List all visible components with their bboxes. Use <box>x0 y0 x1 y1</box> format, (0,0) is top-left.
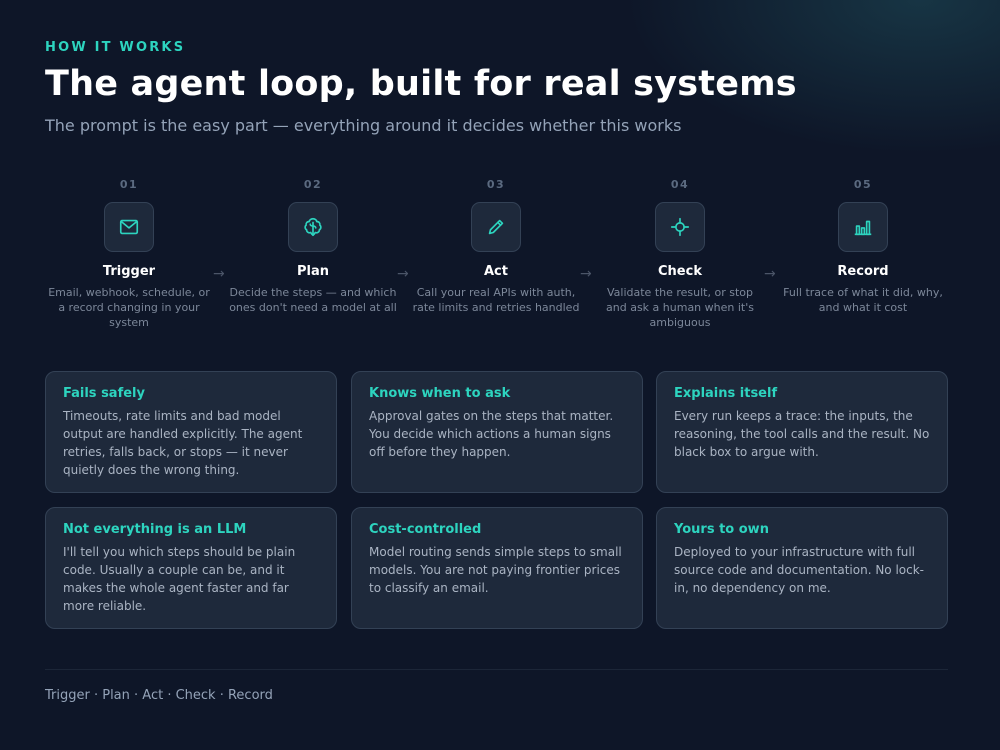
pencil-icon <box>471 202 521 252</box>
envelope-icon <box>104 202 154 252</box>
feature-card-explains-itself: Explains itself Every run keeps a trace:… <box>656 371 948 493</box>
step-description: Email, webhook, schedule, or a record ch… <box>48 286 210 329</box>
arrow-icon: → <box>764 266 776 282</box>
brain-icon <box>288 202 338 252</box>
card-title: Cost-controlled <box>369 522 482 537</box>
step-description: Full trace of what it did, why, and what… <box>783 286 943 314</box>
card-title: Knows when to ask <box>369 386 511 401</box>
feature-card-cost-controlled: Cost-controlled Model routing sends simp… <box>351 507 643 629</box>
step-plan: 02 Plan Decide the steps — and which one… <box>228 178 398 315</box>
card-text: I'll tell you which steps should be plai… <box>63 545 296 613</box>
arrow-icon: → <box>397 266 409 282</box>
step-number: 04 <box>670 178 690 191</box>
step-label: Record <box>837 264 889 279</box>
card-text: Approval gates on the steps that matter.… <box>369 409 614 459</box>
page-title: The agent loop, built for real systems <box>45 64 797 104</box>
card-title: Yours to own <box>674 522 769 537</box>
step-label: Act <box>484 264 508 279</box>
feature-card-fails-safely: Fails safely Timeouts, rate limits and b… <box>45 371 337 493</box>
step-description: Validate the result, or stop and ask a h… <box>606 286 754 329</box>
card-title: Not everything is an LLM <box>63 522 247 537</box>
feature-card-not-everything-llm: Not everything is an LLM I'll tell you w… <box>45 507 337 629</box>
step-number: 01 <box>119 178 139 191</box>
card-text: Timeouts, rate limits and bad model outp… <box>63 409 303 477</box>
footer-steps-summary: Trigger · Plan · Act · Check · Record <box>45 688 273 703</box>
step-number: 05 <box>853 178 873 191</box>
page-subtitle: The prompt is the easy part — everything… <box>45 116 682 135</box>
agent-loop-steps: 01 Trigger Email, webhook, schedule, or … <box>38 178 958 338</box>
eyebrow-label: HOW IT WORKS <box>45 40 186 55</box>
arrow-icon: → <box>580 266 592 282</box>
bar-chart-icon <box>838 202 888 252</box>
step-trigger: 01 Trigger Email, webhook, schedule, or … <box>44 178 214 330</box>
arrow-icon: → <box>213 266 225 282</box>
card-text: Every run keeps a trace: the inputs, the… <box>674 409 930 459</box>
step-number: 03 <box>486 178 506 191</box>
step-act: 03 Act Call your real APIs with auth, ra… <box>411 178 581 315</box>
feature-card-knows-when-to-ask: Knows when to ask Approval gates on the … <box>351 371 643 493</box>
step-description: Decide the steps — and which ones don't … <box>229 286 397 314</box>
footer-divider <box>45 669 948 670</box>
step-check: 04 Check Validate the result, or stop an… <box>595 178 765 330</box>
crosshair-icon <box>655 202 705 252</box>
step-label: Plan <box>296 264 329 279</box>
feature-card-yours-to-own: Yours to own Deployed to your infrastruc… <box>656 507 948 629</box>
step-description: Call your real APIs with auth, rate limi… <box>412 286 580 314</box>
step-label: Trigger <box>102 264 156 279</box>
step-number: 02 <box>303 178 323 191</box>
card-text: Deployed to your infrastructure with ful… <box>674 545 925 595</box>
card-text: Model routing sends simple steps to smal… <box>369 545 622 595</box>
card-title: Fails safely <box>63 386 145 401</box>
step-label: Check <box>658 264 702 279</box>
step-record: 05 Record Full trace of what it did, why… <box>778 178 948 315</box>
card-title: Explains itself <box>674 386 778 401</box>
